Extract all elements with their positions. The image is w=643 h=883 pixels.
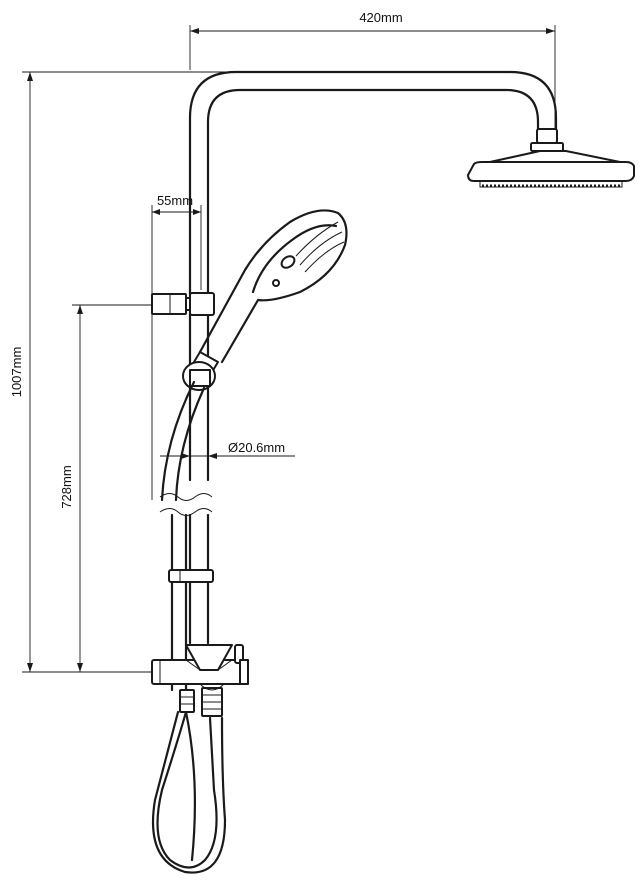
dimension-height-1007: 1007mm [9,71,232,673]
hand-shower [193,209,348,373]
rain-shower-head [467,128,635,188]
diameter-label: Ø20.6mm [228,440,285,455]
hand-shower-holder [182,361,216,391]
offset-label: 55mm [157,193,193,208]
total-height-label: 1007mm [9,347,24,398]
dimension-offset-55: 55mm [151,193,202,500]
riser-pipe [159,70,558,645]
dimension-height-728: 728mm [59,304,152,672]
diverter-body [151,644,249,685]
mode-button-icon [280,255,296,269]
upper-bracket [151,292,215,316]
spray-face [295,221,345,273]
width-label: 420mm [359,10,402,25]
hose-connectors [179,683,225,717]
slider-clamp [168,569,214,583]
dimension-diameter: Ø20.6mm [160,440,295,459]
bracket-height-label: 728mm [59,465,74,508]
dimension-width-420: 420mm [189,10,556,130]
